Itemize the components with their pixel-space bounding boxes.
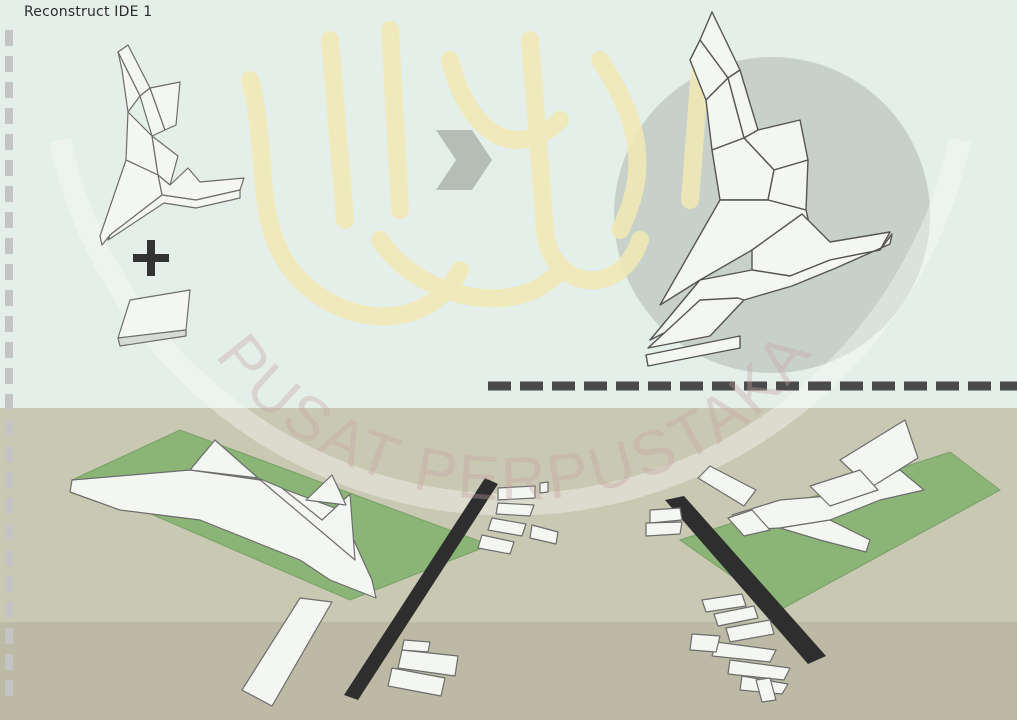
diagram-title: Reconstruct IDE 1 <box>24 4 152 20</box>
site-band-bottom <box>0 622 1017 720</box>
